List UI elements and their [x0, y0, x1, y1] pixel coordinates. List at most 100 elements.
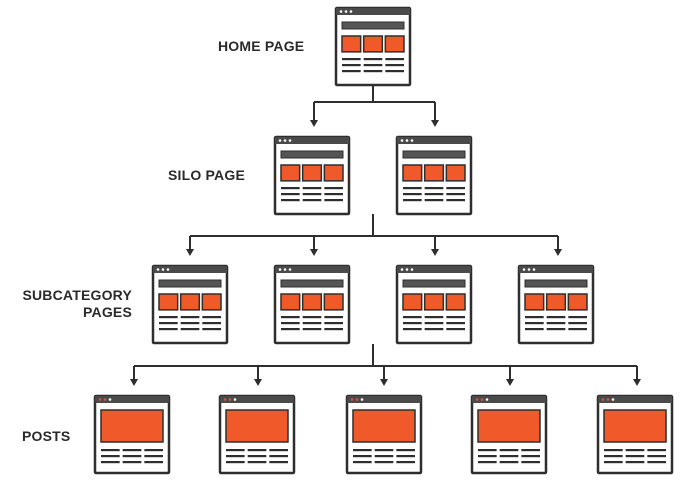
window-dot	[108, 398, 112, 401]
window-dot	[233, 398, 237, 401]
arrow-down-icon	[554, 249, 562, 256]
text-line	[385, 64, 404, 67]
text-line	[446, 328, 465, 331]
text-line	[647, 449, 666, 452]
window-dot	[480, 398, 484, 401]
text-line	[202, 328, 221, 331]
post-page-icon	[345, 394, 423, 475]
text-line	[324, 187, 343, 190]
subcategory-page-icon	[151, 264, 229, 345]
content-block	[545, 293, 567, 311]
window-dot	[156, 268, 160, 271]
text-line	[446, 199, 465, 202]
text-line	[604, 455, 623, 458]
window-titlebar	[95, 396, 169, 403]
window-dot	[527, 268, 531, 271]
content-block	[423, 293, 445, 311]
text-line	[424, 193, 444, 196]
text-line	[374, 449, 394, 452]
text-line	[625, 461, 645, 464]
text-line	[647, 461, 666, 464]
text-line	[247, 455, 267, 458]
text-line	[499, 461, 519, 464]
text-line	[247, 449, 267, 452]
window-dot	[475, 398, 479, 401]
text-line	[604, 449, 623, 452]
text-line	[302, 187, 322, 190]
subcategory-page-icon	[517, 264, 595, 345]
text-line	[159, 316, 178, 319]
text-line	[247, 461, 267, 464]
arrow-down-icon	[310, 249, 318, 256]
content-block	[341, 35, 362, 53]
window-titlebar	[397, 137, 471, 144]
window-titlebar	[153, 266, 227, 273]
text-line	[424, 199, 444, 202]
posts-label: POSTS	[22, 428, 71, 444]
content-block	[384, 35, 405, 53]
text-line	[363, 64, 383, 67]
text-line	[647, 455, 666, 458]
text-line	[180, 322, 200, 325]
content-block	[280, 293, 301, 311]
content-block	[280, 164, 301, 182]
text-line	[202, 322, 221, 325]
window-titlebar	[598, 396, 672, 403]
text-line	[353, 461, 372, 464]
text-line	[424, 316, 444, 319]
text-line	[568, 316, 587, 319]
window-dot	[283, 139, 287, 142]
text-line	[424, 328, 444, 331]
text-line	[478, 455, 497, 458]
window-dot	[485, 398, 489, 401]
window-titlebar	[397, 266, 471, 273]
text-line	[374, 455, 394, 458]
window-dot	[350, 398, 354, 401]
text-line	[159, 322, 178, 325]
content-block	[225, 409, 289, 443]
text-line	[302, 199, 322, 202]
text-line	[385, 70, 404, 73]
text-line	[446, 193, 465, 196]
window-dot	[611, 398, 615, 401]
text-line	[226, 455, 245, 458]
subcategory-page-icon	[273, 264, 351, 345]
text-line	[324, 199, 343, 202]
window-titlebar	[275, 266, 349, 273]
window-dot	[288, 268, 292, 271]
text-line	[604, 461, 623, 464]
text-line	[363, 58, 383, 61]
text-line	[374, 461, 394, 464]
text-line	[403, 187, 422, 190]
content-block	[402, 293, 423, 311]
window-dot	[522, 268, 526, 271]
text-line	[424, 322, 444, 325]
text-line	[324, 316, 343, 319]
arrow-down-icon	[310, 120, 318, 127]
text-line	[625, 455, 645, 458]
text-line	[159, 328, 178, 331]
home-page-label: HOME PAGE	[218, 38, 305, 54]
window-dot	[601, 398, 605, 401]
text-line	[342, 70, 361, 73]
text-line	[363, 70, 383, 73]
arrow-down-icon	[130, 379, 138, 386]
content-block	[423, 164, 445, 182]
window-dot	[339, 10, 343, 13]
silo-page-label: SILO PAGE	[168, 167, 245, 183]
text-line	[281, 193, 300, 196]
post-page-icon	[93, 394, 171, 475]
post-page-icon	[470, 394, 548, 475]
text-line	[281, 199, 300, 202]
header-bar	[402, 150, 466, 159]
text-line	[521, 461, 540, 464]
window-dot	[223, 398, 227, 401]
header-bar	[341, 21, 405, 30]
text-line	[403, 316, 422, 319]
content-block	[603, 409, 667, 443]
text-line	[396, 461, 415, 464]
text-line	[281, 328, 300, 331]
subcategory-pages-label: SUBCATEGORY PAGES	[0, 287, 132, 321]
window-dot	[360, 398, 364, 401]
text-line	[446, 187, 465, 190]
